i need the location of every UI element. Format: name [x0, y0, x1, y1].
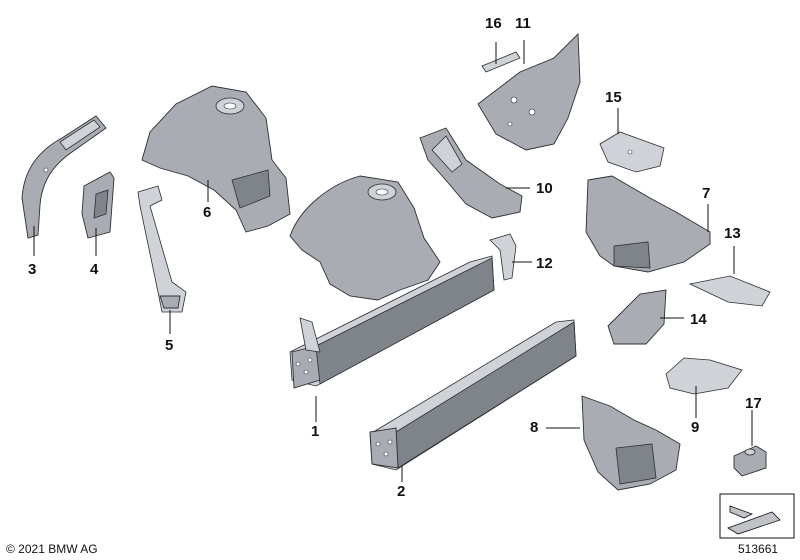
callout-3: 3 [28, 261, 37, 278]
part-17[interactable] [733, 445, 767, 477]
callout-17: 17 [745, 395, 762, 412]
callout-1: 1 [311, 423, 320, 440]
callout-16: 16 [485, 15, 502, 32]
part-10[interactable] [419, 127, 523, 219]
part-3[interactable] [21, 115, 107, 239]
callout-15: 15 [605, 89, 622, 106]
part-6[interactable] [141, 85, 291, 233]
leader-lines [33, 40, 753, 482]
orientation-arrow-icon [719, 493, 795, 539]
part-4[interactable] [81, 171, 115, 239]
part-9[interactable] [665, 357, 743, 395]
part-15[interactable] [599, 131, 665, 173]
part-11[interactable] [477, 32, 581, 151]
callout-10: 10 [536, 180, 553, 197]
callout-14: 14 [690, 311, 707, 328]
copyright-text: © 2021 BMW AG [6, 542, 98, 556]
part-2[interactable] [369, 319, 577, 471]
part-5[interactable] [137, 185, 187, 313]
callout-5: 5 [165, 337, 174, 354]
callout-7: 7 [702, 185, 711, 202]
part-14[interactable] [607, 289, 667, 345]
callout-11: 11 [515, 15, 531, 32]
part-12[interactable] [489, 233, 517, 281]
callout-8: 8 [530, 419, 539, 436]
callout-2: 2 [397, 483, 406, 500]
part-16[interactable] [481, 51, 521, 73]
callout-12: 12 [536, 255, 553, 272]
part-13[interactable] [688, 275, 771, 307]
callout-4: 4 [90, 261, 99, 278]
callout-13: 13 [724, 225, 741, 242]
callout-6: 6 [203, 204, 212, 221]
part-1[interactable] [289, 175, 495, 389]
diagram-number: 513661 [738, 542, 779, 556]
part-7[interactable] [585, 175, 711, 273]
part-8[interactable] [581, 395, 681, 491]
callout-9: 9 [691, 419, 700, 436]
